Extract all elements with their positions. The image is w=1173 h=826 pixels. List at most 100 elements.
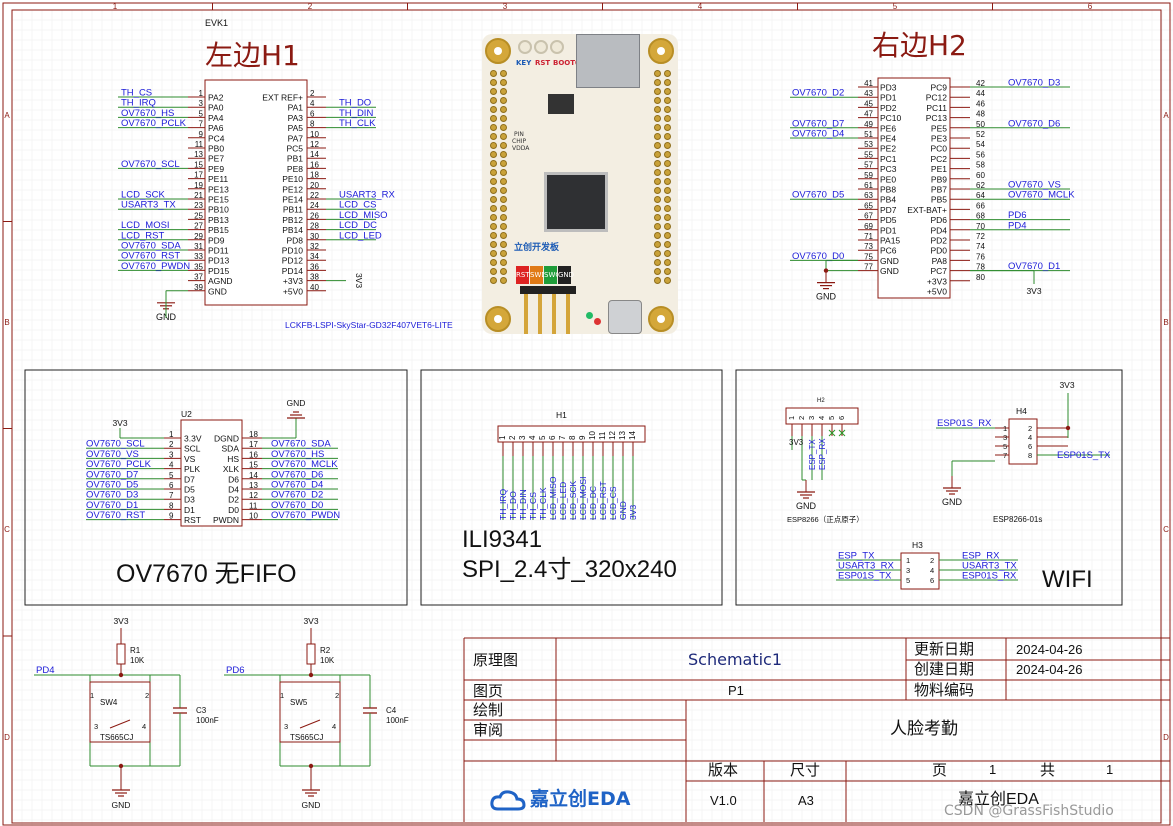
gnd-label: GND — [796, 501, 817, 511]
pin-number: 2 — [797, 416, 806, 420]
net-label: TH_DIN — [518, 489, 528, 520]
header-pin-icon — [490, 277, 497, 284]
net-label: LCD_SCK — [568, 480, 578, 520]
pin-name: PD13 — [208, 256, 230, 266]
pin-number: 7 — [199, 120, 204, 129]
header-pin-icon — [654, 232, 661, 239]
pin-number: 27 — [194, 222, 203, 231]
rst-label: RST — [535, 59, 551, 67]
pin-name: PC13 — [926, 113, 948, 123]
boot-button-icon — [550, 40, 564, 54]
pin-number: 11 — [195, 140, 204, 149]
header-pin-icon — [490, 106, 497, 113]
pin-name: VS — [184, 454, 196, 464]
capacitor-value: 100nF — [196, 716, 219, 725]
header-pin-icon — [490, 70, 497, 77]
pin-number: 74 — [976, 242, 985, 251]
header-pin-icon — [500, 88, 507, 95]
pin-name: +5V0 — [927, 287, 947, 297]
net-label: OV7670_D3 — [86, 490, 138, 501]
pin-name: PD15 — [208, 266, 230, 276]
pin-number: 2 — [335, 691, 339, 700]
pin-number: 30 — [310, 232, 319, 241]
tb-total-label: 共 — [1040, 762, 1056, 779]
pin-name: GND — [880, 256, 899, 266]
header-pin-icon — [654, 133, 661, 140]
h4-ref: H4 — [1016, 406, 1027, 416]
pin-number: 28 — [310, 222, 319, 231]
pin-name: PA4 — [208, 113, 224, 123]
pin-number: 9 — [199, 130, 204, 139]
net-label: USART3_TX — [121, 200, 176, 211]
pin-name: PC0 — [930, 144, 947, 154]
pin-name: PB8 — [880, 185, 896, 195]
pin-name: PE0 — [880, 174, 896, 184]
vdda-label: VDDA — [512, 145, 530, 152]
net-label: TH_CLK — [339, 118, 376, 129]
pin-number: 70 — [976, 222, 985, 231]
pin-number: 3 — [169, 450, 174, 459]
net-label: OV7670_D7 — [792, 118, 844, 129]
net-label: ESP01S_TX — [1057, 450, 1111, 461]
pin-name: PD10 — [282, 246, 304, 256]
header-pin-icon — [500, 250, 507, 257]
pin-header-right — [664, 70, 672, 286]
pin-number: 5 — [827, 416, 836, 420]
net-label: PD6 — [226, 665, 244, 676]
net-label: OV7670_D7 — [86, 469, 138, 480]
gnd-label: GND — [302, 800, 321, 810]
pin-number: 4 — [332, 722, 336, 731]
net-label: OV7670_D4 — [792, 129, 844, 140]
pin-name: PD14 — [282, 266, 304, 276]
pin-name: GND — [880, 266, 899, 276]
header-pin-icon — [500, 106, 507, 113]
pin-name: PA15 — [880, 236, 900, 246]
pin-number: 1 — [906, 556, 910, 565]
pin-name: PE5 — [931, 123, 947, 133]
net-label: USART3_TX — [962, 561, 1017, 572]
tb-version-label: 版本 — [708, 762, 739, 779]
pin-number: 37 — [194, 273, 203, 282]
header-pin-icon — [654, 277, 661, 284]
pin-number: 59 — [864, 171, 873, 180]
h3-body — [900, 552, 940, 590]
border-row-letter: D — [4, 733, 10, 742]
pin-number: 16 — [310, 160, 319, 169]
header-pin-icon — [500, 259, 507, 266]
tb-size-label: 尺寸 — [790, 762, 821, 779]
title-block — [463, 637, 1170, 822]
switch-ref: SW4 — [100, 698, 118, 707]
pin-number: 51 — [864, 130, 873, 139]
junction-dot — [308, 672, 314, 678]
pin-name: D2 — [228, 495, 239, 505]
pin-name: PA7 — [288, 133, 304, 143]
header-pin-icon — [654, 250, 661, 257]
pin-number: 66 — [976, 201, 985, 210]
header-pin-icon — [664, 133, 671, 140]
header-pin-icon — [654, 79, 661, 86]
header-pin-icon — [490, 88, 497, 95]
mount-hole-icon — [648, 306, 674, 332]
header-pin-icon — [664, 169, 671, 176]
pin-name: SDA — [222, 444, 240, 454]
pin-name: PC1 — [880, 154, 897, 164]
net-label: OV7670_SCL — [86, 439, 145, 450]
header-pin-icon — [664, 259, 671, 266]
pin-number: 2 — [1028, 424, 1032, 433]
pin-number: 13 — [249, 481, 258, 490]
header-pin-icon — [500, 196, 507, 203]
pin-number: 80 — [976, 273, 985, 282]
tb-project-name: 人脸考勤 — [890, 719, 958, 738]
pin-number: 49 — [864, 120, 873, 129]
evk-ref: EVK1 — [205, 18, 228, 28]
tb-schematic-name: Schematic1 — [688, 650, 783, 669]
pin-number: 35 — [194, 262, 203, 271]
pin-number: 1 — [199, 89, 204, 98]
pin-number: 8 — [568, 435, 577, 440]
pin-name: +3V3 — [927, 276, 947, 286]
pin-name: PD11 — [208, 246, 229, 256]
border-col-number: 5 — [893, 2, 898, 11]
header-pin-icon — [490, 196, 497, 203]
header-pin-icon — [500, 70, 507, 77]
header-pin-icon — [664, 79, 671, 86]
